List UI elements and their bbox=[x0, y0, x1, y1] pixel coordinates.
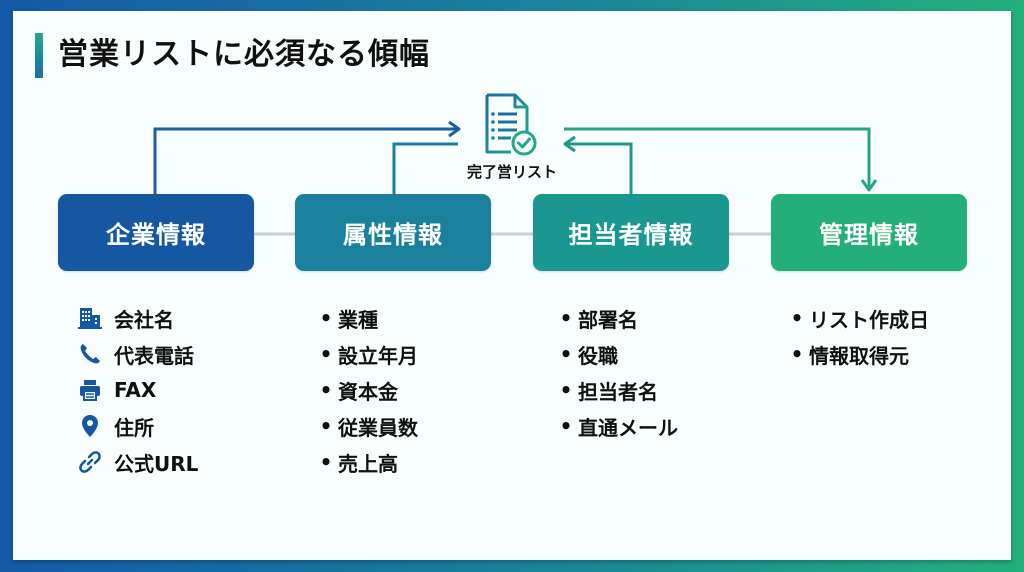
company-info-list: 会社名 代表電話 FAX 住所 公式URL bbox=[78, 300, 198, 480]
item-label: 直通メール bbox=[578, 415, 678, 440]
list-item: •資本金 bbox=[318, 372, 418, 408]
item-label: 住所 bbox=[114, 415, 154, 440]
line-attribute-to-list bbox=[392, 142, 458, 194]
item-label: 情報取得元 bbox=[809, 343, 909, 368]
list-item: •直通メール bbox=[558, 408, 678, 444]
item-label: 役職 bbox=[578, 343, 618, 368]
item-label: FAX bbox=[114, 378, 157, 402]
item-label: 公式URL bbox=[114, 451, 199, 476]
bullet: • bbox=[319, 306, 333, 330]
bullet: • bbox=[319, 414, 333, 438]
link-icon bbox=[78, 450, 106, 474]
arrow-list-to-management bbox=[564, 127, 871, 189]
arrow-company-to-list bbox=[153, 127, 458, 194]
bullet: • bbox=[319, 378, 333, 402]
item-label: 従業員数 bbox=[338, 415, 418, 440]
list-item: 代表電話 bbox=[78, 336, 198, 372]
document-check-icon bbox=[485, 93, 537, 156]
bullet: • bbox=[319, 342, 333, 366]
list-item: •リスト作成日 bbox=[789, 300, 929, 336]
list-item: FAX bbox=[78, 372, 198, 408]
list-item: •売上高 bbox=[318, 444, 418, 480]
list-item: 公式URL bbox=[78, 444, 198, 480]
item-label: 業種 bbox=[338, 307, 378, 332]
list-item: 会社名 bbox=[78, 300, 198, 336]
list-item: 住所 bbox=[78, 408, 198, 444]
bullet: • bbox=[319, 450, 333, 474]
bullet: • bbox=[559, 306, 573, 330]
title-accent-bar bbox=[35, 33, 43, 78]
completed-list-label: 完了営リスト bbox=[466, 163, 557, 181]
category-box-contact-person: 担当者情報 bbox=[533, 194, 729, 271]
item-label: 会社名 bbox=[114, 307, 174, 332]
printer-icon bbox=[78, 378, 106, 402]
page-title: 営業リストに必須なる傾幅 bbox=[58, 37, 430, 72]
category-box-management: 管理情報 bbox=[771, 194, 967, 271]
arrow-person-to-list bbox=[566, 142, 633, 194]
item-label: 売上高 bbox=[338, 451, 398, 476]
bullet: • bbox=[559, 414, 573, 438]
list-item: •情報取得元 bbox=[789, 336, 929, 372]
category-box-attribute: 属性情報 bbox=[295, 194, 491, 271]
item-label: 資本金 bbox=[338, 379, 398, 404]
item-label: 代表電話 bbox=[114, 343, 194, 368]
building-icon bbox=[78, 306, 106, 330]
contact-person-info-list: •部署名 •役職 •担当者名 •直通メール bbox=[558, 300, 678, 444]
arrow-head bbox=[563, 135, 576, 153]
bullet: • bbox=[559, 342, 573, 366]
attribute-info-list: •業種 •設立年月 •資本金 •従業員数 •売上高 bbox=[318, 300, 418, 480]
bullet: • bbox=[790, 342, 804, 366]
item-label: 設立年月 bbox=[338, 343, 418, 368]
category-box-company: 企業情報 bbox=[58, 194, 254, 271]
slide-frame bbox=[13, 11, 1011, 560]
item-label: 担当者名 bbox=[578, 379, 658, 404]
bullet: • bbox=[559, 378, 573, 402]
arrow-head bbox=[860, 179, 878, 192]
list-item: •業種 bbox=[318, 300, 418, 336]
item-label: 部署名 bbox=[578, 307, 638, 332]
list-item: •設立年月 bbox=[318, 336, 418, 372]
management-info-list: •リスト作成日 •情報取得元 bbox=[789, 300, 929, 372]
arrow-head bbox=[448, 120, 461, 138]
map-pin-icon bbox=[78, 414, 106, 438]
list-item: •役職 bbox=[558, 336, 678, 372]
list-item: •担当者名 bbox=[558, 372, 678, 408]
item-label: リスト作成日 bbox=[809, 307, 929, 332]
list-item: •部署名 bbox=[558, 300, 678, 336]
list-item: •従業員数 bbox=[318, 408, 418, 444]
phone-icon bbox=[78, 342, 106, 366]
bullet: • bbox=[790, 306, 804, 330]
